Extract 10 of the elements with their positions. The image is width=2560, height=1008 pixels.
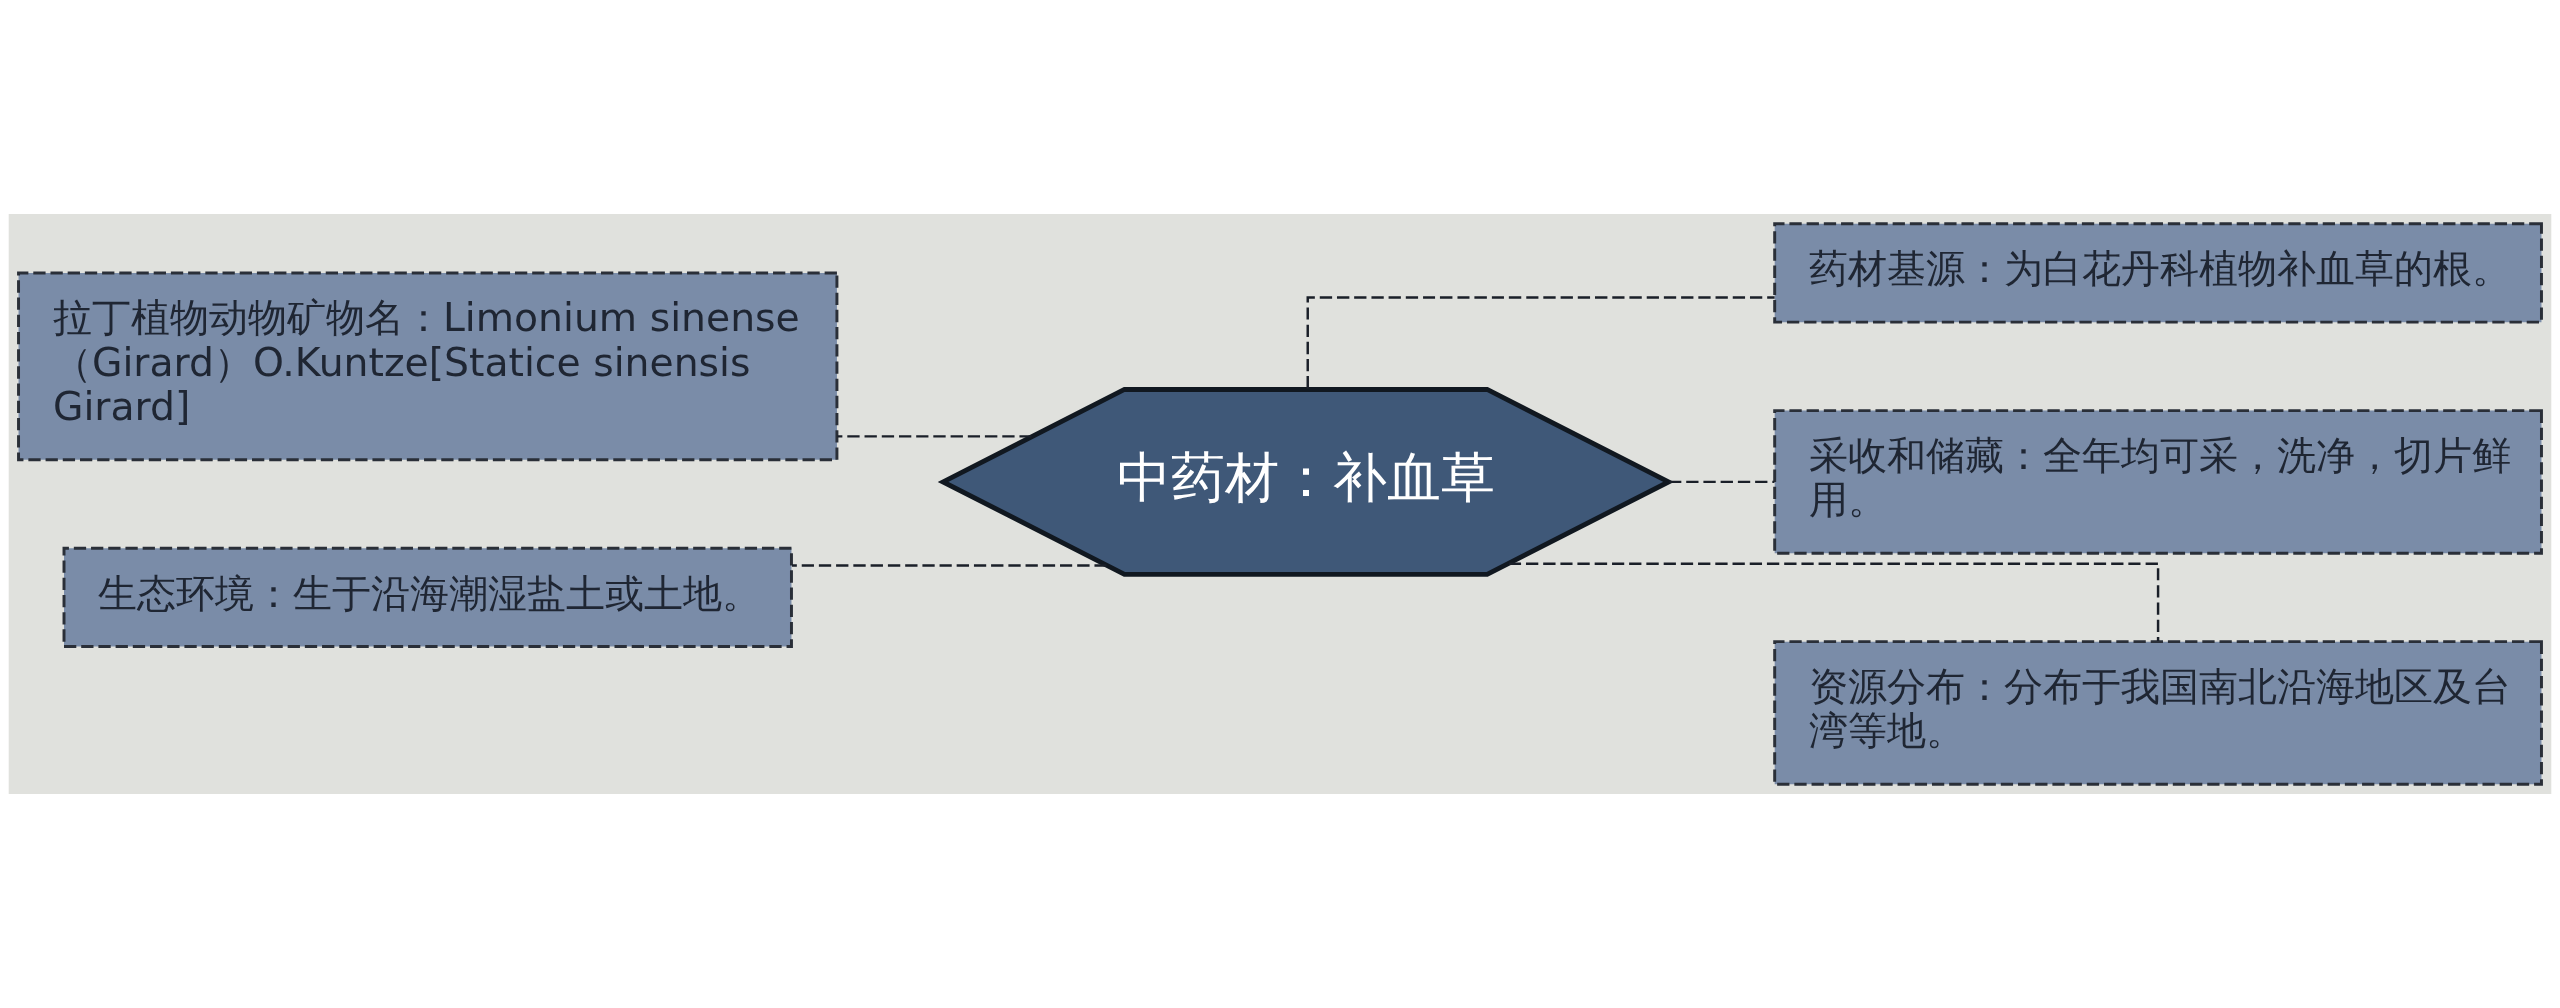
node-box: 拉丁植物动物矿物名：Limonium sinense（Girard）O.Kuntze[Statice sinensis Girard] xyxy=(17,271,839,462)
node-box: 药材基源：为白花丹科植物补血草的根。 xyxy=(1773,222,2543,324)
node-box: 生态环境：生于沿海潮湿盐土或土地。 xyxy=(62,546,793,648)
connector xyxy=(837,435,1032,438)
connector xyxy=(1669,480,1775,484)
node-box: 资源分布：分布于我国南北沿海地区及台湾等地。 xyxy=(1773,640,2543,786)
connector xyxy=(791,564,1107,567)
connector xyxy=(1306,296,1775,389)
node-box: 采收和储藏：全年均可采，洗净，切片鲜用。 xyxy=(1773,409,2543,555)
connector xyxy=(1508,562,2160,641)
